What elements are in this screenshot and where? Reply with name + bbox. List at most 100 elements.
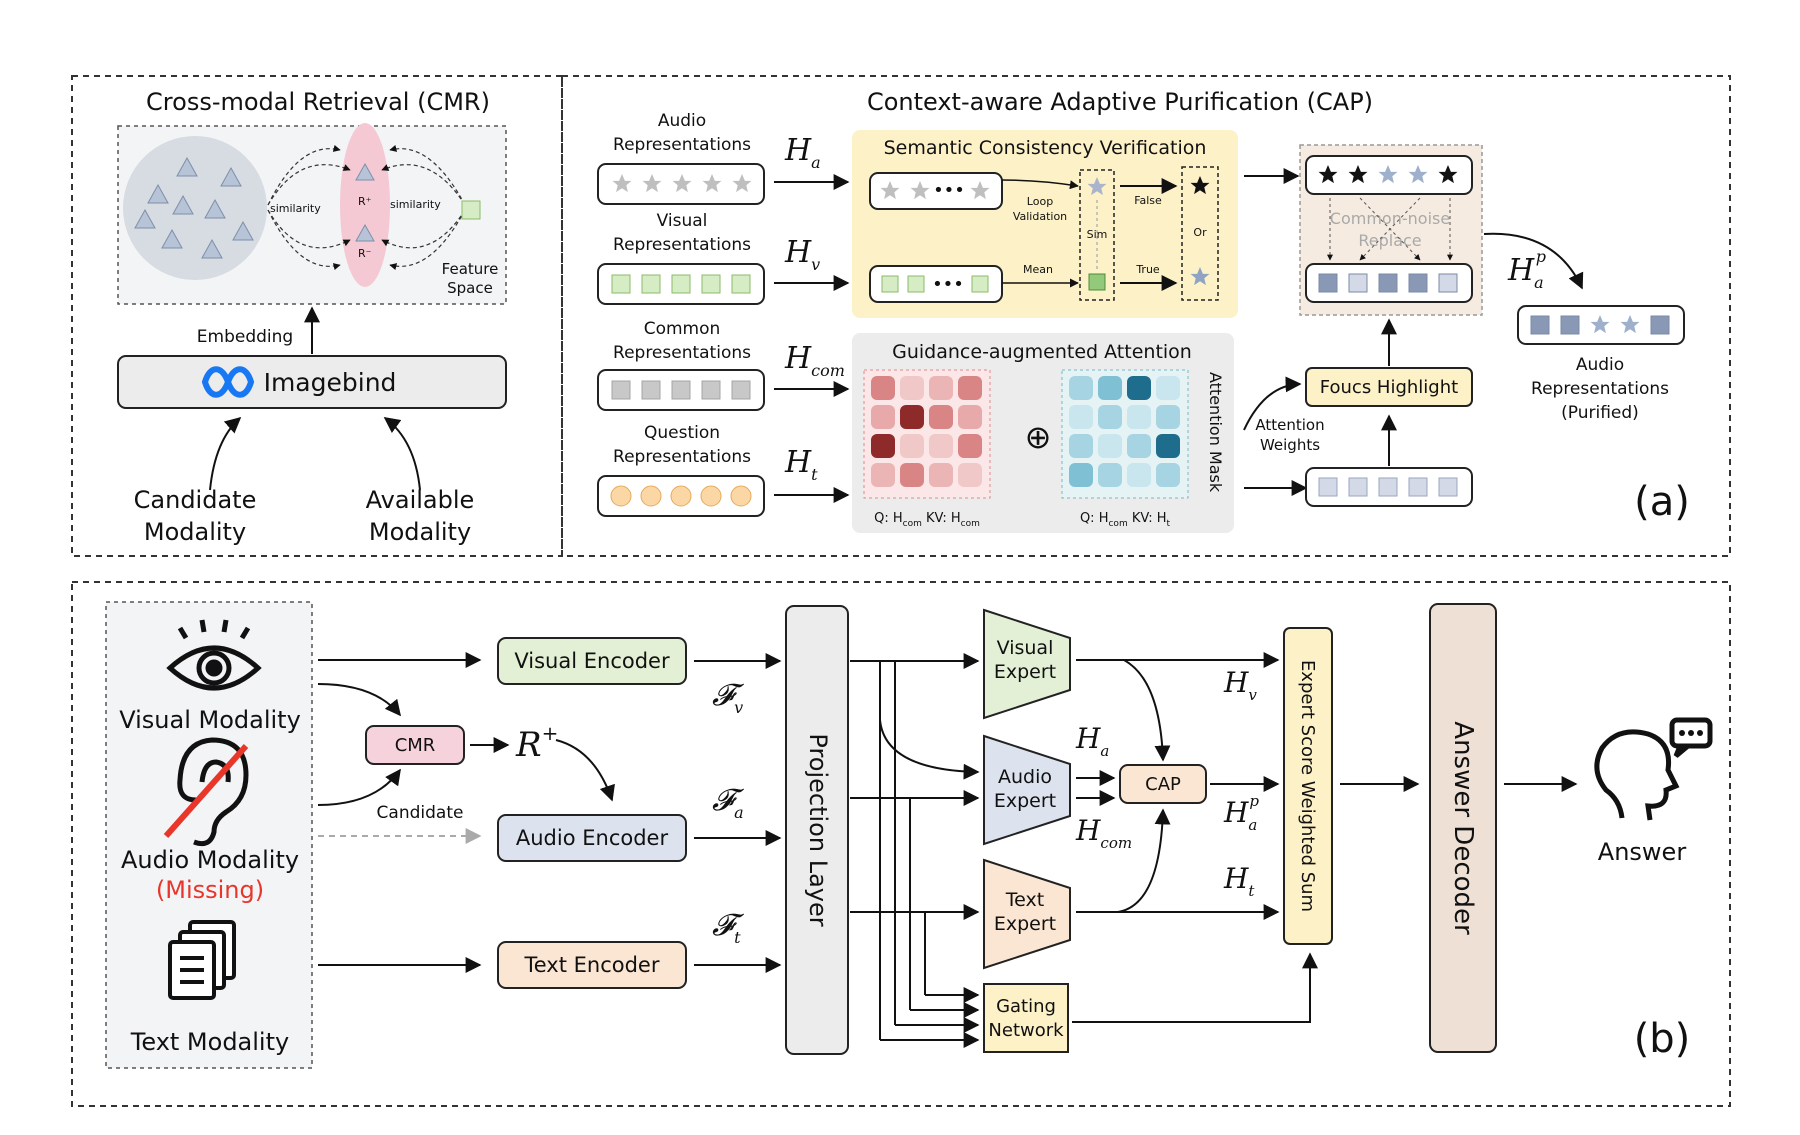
h-com-expert-sub: com (1100, 834, 1132, 852)
svg-text:Q: Hcom KV: Ht: Q: Hcom KV: Ht (1080, 511, 1171, 529)
h-t-sub: t (811, 465, 818, 484)
svg-text:Ht: Ht (1223, 862, 1255, 900)
h-com-symbol: H (784, 341, 812, 376)
audio-encoder-box (497, 814, 687, 862)
attention-weights-1: Attention (1255, 416, 1324, 434)
svg-text:Hcom: Hcom (784, 341, 845, 380)
text-modality-label: Text Modality (130, 1028, 289, 1056)
audio-expert-label-2: Expert (994, 790, 1056, 812)
q1-label: Q: H (874, 511, 903, 526)
text-expert (983, 858, 1071, 970)
h-com-expert-symbol: H (1075, 814, 1101, 847)
common-rep-label-1: Common (644, 319, 721, 339)
meta-logo-icon (201, 366, 255, 398)
h-v-expert-sub: v (1248, 686, 1257, 704)
common-noise-label-1: Common-noise (1330, 209, 1450, 228)
h-a-expert-sub: a (1100, 742, 1109, 760)
documents-icon (168, 920, 236, 1000)
svg-text:Hcom: Hcom (1075, 814, 1132, 852)
available-modality-1: Available (366, 486, 475, 514)
svg-text:Ha: Ha (1075, 722, 1109, 760)
svg-text:𝓕t: 𝓕t (712, 908, 745, 947)
h-ap-expert-sup: p (1249, 792, 1259, 810)
scv-audio-box (869, 172, 1003, 210)
f-v-sub: v (734, 698, 743, 717)
svg-text:•••: ••• (932, 274, 964, 295)
available-modality-2: Modality (369, 518, 471, 546)
projection-layer (785, 605, 849, 1055)
svg-text:𝓕a: 𝓕a (712, 783, 745, 822)
false-label: False (1134, 194, 1162, 207)
svg-text:Ha: Ha (784, 133, 821, 172)
cap-panel: Context-aware Adaptive Purification (CAP… (561, 75, 1731, 557)
ear-icon (177, 737, 249, 847)
r-plus-symbol: R (515, 725, 542, 765)
projection-layer-label: Projection Layer (804, 733, 832, 926)
visual-encoder-label: Visual Encoder (514, 649, 670, 673)
query-square (461, 200, 481, 220)
purified-label-3: (Purified) (1561, 403, 1639, 423)
h-a-symbol: H (784, 133, 812, 168)
q2-label: Q: H (1080, 511, 1109, 526)
text-encoder-label: Text Encoder (523, 953, 659, 977)
candidate-modality-2: Modality (144, 518, 246, 546)
r-plus-label: R⁺ (358, 195, 372, 208)
gating-network-label-2: Network (988, 1020, 1064, 1041)
pipeline-panel: Visual Modality Audio Modality (Missing)… (71, 581, 1731, 1107)
cap-box (1119, 764, 1207, 804)
f-a-sub: a (734, 803, 744, 822)
attention-mask-label: Attention Mask (1206, 372, 1225, 493)
text-encoder-box (497, 941, 687, 989)
retrieved-ellipse (340, 123, 390, 287)
plus-icon: ⊕ (1025, 418, 1052, 456)
h-a-expert-symbol: H (1075, 722, 1101, 755)
missing-label: (Missing) (156, 876, 264, 904)
weighted-sum-label: Expert Score Weighted Sum (1297, 660, 1318, 912)
purified-label-1: Audio (1576, 355, 1624, 375)
loop-validation-1: Loop (1027, 195, 1053, 208)
candidate-modality-1: Candidate (134, 486, 257, 514)
r-minus-label: R⁻ (358, 247, 372, 260)
panel-label-a: (a) (1634, 479, 1690, 525)
missing-slash (163, 744, 249, 838)
f-t-sub: t (734, 928, 741, 947)
h-t-expert-sub: t (1248, 882, 1255, 900)
question-rep-label-2: Representations (613, 447, 751, 467)
hap-symbol: H (1507, 253, 1535, 288)
kv1-label: KV: H (922, 511, 961, 526)
gating-network-label-1: Gating (996, 996, 1056, 1017)
h-v-sub: v (811, 255, 820, 274)
focus-highlight-label: Foucs Highlight (1320, 377, 1458, 398)
visual-rep-label-2: Representations (613, 235, 751, 255)
similarity-right: similarity (390, 198, 441, 211)
kv1-sub: com (961, 519, 980, 529)
common-noise-label-2: Replace (1358, 231, 1421, 250)
visual-expert (983, 608, 1071, 720)
svg-text:𝓕v: 𝓕v (712, 678, 745, 717)
candidate-cluster (123, 136, 267, 280)
heatmap-teal (1069, 376, 1180, 487)
audio-rep-label-2: Representations (613, 135, 751, 155)
svg-text:Hap: Hap (1507, 247, 1546, 292)
cap-title: Context-aware Adaptive Purification (CAP… (867, 88, 1373, 116)
svg-text:Hv: Hv (784, 235, 820, 274)
h-t-symbol: H (784, 445, 812, 480)
cap-box-label: CAP (1145, 774, 1181, 795)
svg-text:Ht: Ht (784, 445, 818, 484)
answer-decoder-box (1429, 603, 1497, 1053)
svg-text:Hv: Hv (1223, 666, 1257, 704)
audio-expert-label-1: Audio (998, 766, 1052, 788)
scv-title: Semantic Consistency Verification (884, 137, 1207, 159)
candidate-label: Candidate (377, 803, 464, 823)
visual-rep-label-1: Visual (657, 211, 708, 231)
visual-expert-label-1: Visual (997, 637, 1054, 659)
common-rep-label-2: Representations (613, 343, 751, 363)
h-ap-expert-sub: a (1248, 816, 1257, 834)
attention-weights-2: Weights (1260, 436, 1320, 454)
svg-text:•••: ••• (933, 180, 965, 201)
h-com-sub: com (811, 361, 845, 380)
gaa-title: Guidance-augmented Attention (892, 341, 1192, 363)
focus-highlight-box (1305, 367, 1473, 407)
audio-expert (983, 734, 1071, 846)
